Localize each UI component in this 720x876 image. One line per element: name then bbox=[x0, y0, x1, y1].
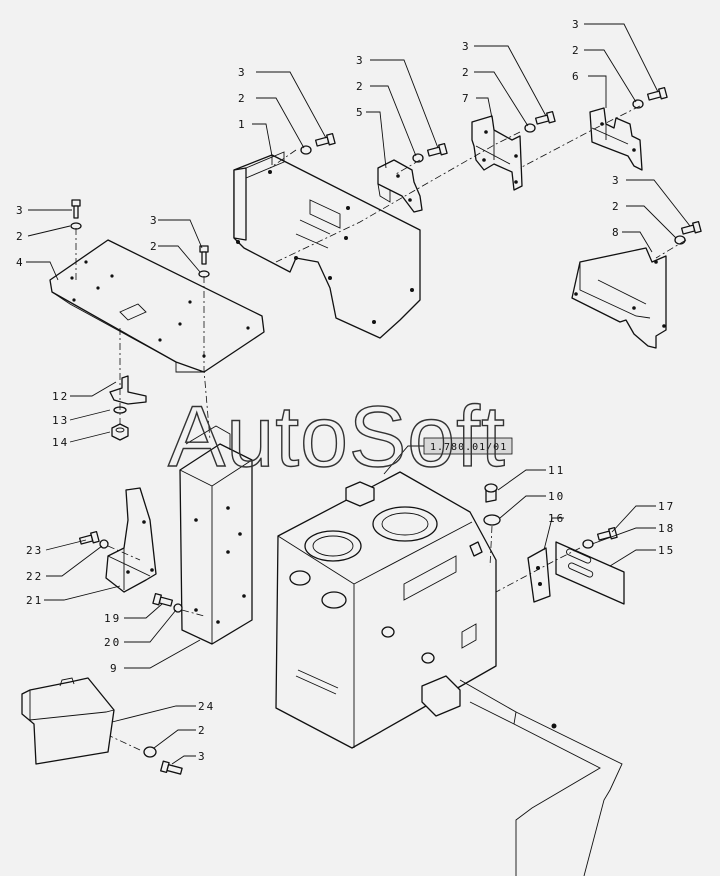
callout-14: 14 bbox=[52, 436, 69, 449]
part-5-bracket bbox=[377, 159, 423, 213]
callout-3: 3 bbox=[462, 40, 471, 53]
callout-2: 2 bbox=[16, 230, 25, 243]
callout-2: 2 bbox=[462, 66, 471, 79]
callout-2: 2 bbox=[198, 724, 207, 737]
part-14-nut bbox=[111, 423, 129, 441]
callout-3: 3 bbox=[572, 18, 581, 31]
callout-17: 17 bbox=[658, 500, 675, 513]
leader-lines bbox=[26, 23, 691, 765]
callout-9: 9 bbox=[110, 662, 119, 675]
callout-8: 8 bbox=[612, 226, 621, 239]
hydraulic-block bbox=[275, 471, 497, 749]
watermark: AutoSoft bbox=[168, 389, 506, 485]
part-16-bracket bbox=[527, 547, 551, 603]
callout-labels: 3 2 1 3 2 5 3 2 7 3 2 6 3 2 8 3 2 4 3 2 … bbox=[16, 18, 675, 763]
callout-4: 4 bbox=[16, 256, 25, 269]
callout-3: 3 bbox=[198, 750, 207, 763]
callout-5: 5 bbox=[356, 106, 365, 119]
callout-2: 2 bbox=[612, 200, 621, 213]
callout-15: 15 bbox=[658, 544, 675, 557]
base-frame bbox=[459, 679, 623, 876]
callout-2: 2 bbox=[238, 92, 247, 105]
callout-18: 18 bbox=[658, 522, 675, 535]
callout-11: 11 bbox=[548, 464, 565, 477]
callout-3: 3 bbox=[238, 66, 247, 79]
callout-19: 19 bbox=[104, 612, 121, 625]
callout-2: 2 bbox=[572, 44, 581, 57]
part-21-bracket bbox=[105, 487, 157, 593]
part-1-guard bbox=[233, 151, 421, 339]
callout-7: 7 bbox=[462, 92, 471, 105]
callout-3: 3 bbox=[150, 214, 159, 227]
callout-3: 3 bbox=[16, 204, 25, 217]
part-24-cover bbox=[21, 677, 115, 765]
part-7-bracket bbox=[471, 115, 523, 191]
callout-1: 1 bbox=[238, 118, 247, 131]
part-9-column bbox=[179, 425, 253, 645]
callout-23: 23 bbox=[26, 544, 43, 557]
drawing-code: 1.780.01/01 bbox=[430, 442, 507, 453]
callout-2: 2 bbox=[150, 240, 159, 253]
callout-22: 22 bbox=[26, 570, 43, 583]
callout-13: 13 bbox=[52, 414, 69, 427]
callout-2: 2 bbox=[356, 80, 365, 93]
callout-21: 21 bbox=[26, 594, 43, 607]
drawing-reference: 1.780.01/01 bbox=[423, 437, 513, 455]
callout-10: 10 bbox=[548, 490, 565, 503]
callout-16: 16 bbox=[548, 512, 565, 525]
part-12-clip bbox=[109, 375, 147, 405]
callout-3: 3 bbox=[612, 174, 621, 187]
callout-12: 12 bbox=[52, 390, 69, 403]
callout-3: 3 bbox=[356, 54, 365, 67]
part-4-plate bbox=[49, 239, 265, 373]
part-15-plate bbox=[555, 541, 625, 605]
part-8-plate bbox=[571, 247, 667, 349]
callout-6: 6 bbox=[572, 70, 581, 83]
assembly-center-lines bbox=[75, 105, 687, 751]
part-6-bracket bbox=[589, 107, 643, 171]
callout-20: 20 bbox=[104, 636, 121, 649]
callout-24: 24 bbox=[198, 700, 215, 713]
